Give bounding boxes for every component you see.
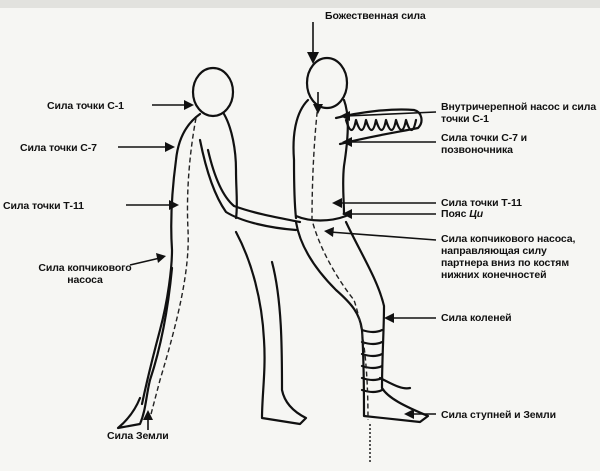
right-figure-legs — [294, 220, 430, 424]
label-t11-right: Сила точки Т-11 — [441, 197, 522, 209]
right-figure-head — [305, 56, 349, 110]
label-c1-left: Сила точки С-1 — [47, 100, 124, 112]
right-figure-back — [292, 98, 310, 220]
right-figure-leg-spirals — [360, 328, 384, 394]
left-figure-arm-upper — [198, 138, 298, 232]
label-coccyx-left: Сила копчикового насоса — [38, 262, 132, 286]
scan-band-top — [0, 0, 600, 8]
right-figure-back-heel — [378, 376, 412, 390]
label-knees: Сила коленей — [441, 312, 512, 324]
right-figure — [292, 56, 430, 424]
label-belt-qi: Ци — [469, 208, 484, 220]
label-c7-left: Сила точки С-7 — [20, 142, 97, 154]
left-figure-back — [140, 112, 202, 406]
label-cranial-pump: Внутричерепной насос и сила точки С-1 — [441, 101, 597, 125]
label-belt-text: Пояс — [441, 208, 467, 220]
right-figure-belt — [294, 214, 348, 222]
left-figure-arm-lower — [206, 148, 302, 224]
left-figure-back-leg — [116, 266, 174, 430]
left-figure-front-leg — [234, 230, 308, 426]
divine-force-arrow — [307, 22, 371, 462]
label-divine-force: Божественная сила — [325, 10, 426, 22]
right-figure-arm-spiral — [344, 118, 418, 132]
label-belt: Пояс Ци — [441, 208, 483, 220]
label-coccyx-right: Сила копчикового насоса, направляющая си… — [441, 233, 576, 281]
right-pointer-arrows — [324, 111, 437, 419]
right-figure-energy-line — [311, 103, 369, 421]
left-pointer-arrows — [118, 100, 194, 430]
label-earth-left: Сила Земли — [107, 430, 169, 442]
label-t11-left: Сила точки Т-11 — [3, 200, 84, 212]
label-c7-spine: Сила точки С-7 и позвоночника — [441, 132, 528, 156]
label-feet-earth: Сила ступней и Земли — [441, 409, 556, 421]
left-figure — [116, 66, 308, 430]
left-figure-head — [191, 66, 235, 118]
left-figure-energy-line — [149, 117, 197, 419]
right-figure-arm — [334, 108, 423, 146]
